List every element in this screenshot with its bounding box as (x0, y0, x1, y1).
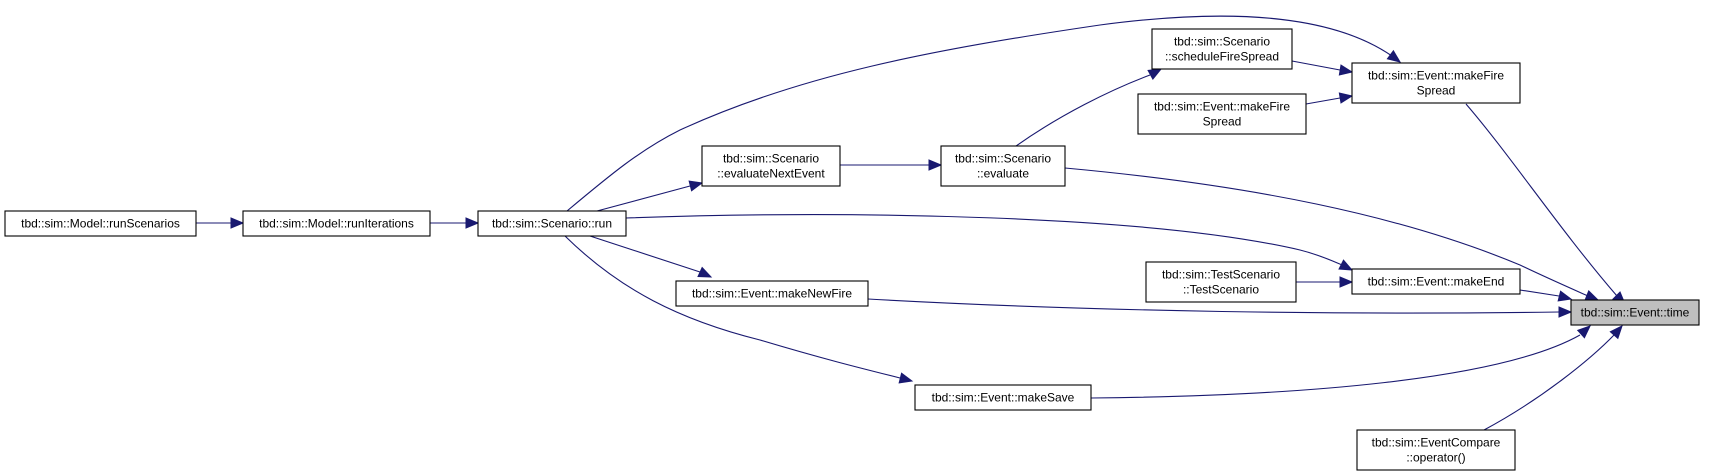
edge-line (1064, 167, 1589, 297)
node-runIterations[interactable]: tbd::sim::Model::runIterations (242, 210, 431, 237)
edge-line (1015, 74, 1151, 147)
edge-makeSave-to-time (1090, 325, 1591, 399)
edge-scheduleFireSpread-to-makeFireSpread1 (1291, 60, 1354, 76)
edge-evaluateNextEvent-to-evaluate (840, 159, 943, 171)
node-label: tbd::sim::Event::makeNewFire (692, 287, 852, 301)
edge-makeFireSpread2-to-makeFireSpread1 (1305, 92, 1354, 105)
node-label: tbd::sim::Event::time (1581, 306, 1690, 320)
edge-line (564, 235, 901, 379)
edge-line (596, 185, 691, 212)
node-box (477, 210, 627, 237)
edge-line (1305, 97, 1341, 105)
node-evaluate[interactable]: tbd::sim::Scenario::evaluate (940, 145, 1066, 187)
arrowhead-icon (465, 217, 480, 229)
node-runScenarios[interactable]: tbd::sim::Model::runScenarios (4, 210, 197, 237)
edge-run-to-makeSave (564, 235, 914, 384)
edge-run-to-makeEnd (625, 214, 1354, 271)
node-box (675, 280, 869, 307)
node-makeEnd[interactable]: tbd::sim::Event::makeEnd (1351, 268, 1521, 295)
edge-makeNewFire-to-time (867, 298, 1573, 318)
node-label: tbd::sim::Scenario (1174, 35, 1270, 49)
node-evaluateNextEvent[interactable]: tbd::sim::Scenario::evaluateNextEvent (701, 145, 841, 187)
node-label: tbd::sim::EventCompare (1372, 436, 1501, 450)
node-box (1570, 299, 1700, 326)
edge-line (625, 214, 1343, 266)
node-box (1351, 62, 1521, 104)
node-label: tbd::sim::Scenario (723, 152, 819, 166)
node-box (1356, 429, 1516, 471)
node-label: ::evaluateNextEvent (717, 167, 825, 181)
arrowhead-icon (1558, 306, 1573, 318)
node-label: ::TestScenario (1183, 283, 1259, 297)
edge-line (1465, 103, 1618, 297)
arrowhead-icon (898, 372, 914, 384)
edge-evaluate-to-scheduleFireSpread (1015, 68, 1163, 147)
node-label: tbd::sim::Scenario (955, 152, 1051, 166)
node-label: tbd::sim::Model::runIterations (259, 217, 414, 231)
node-box (1137, 93, 1307, 135)
arrowhead-icon (1338, 259, 1354, 271)
arrowhead-icon (1584, 290, 1600, 301)
arrowhead-icon (1557, 290, 1573, 302)
node-time[interactable]: tbd::sim::Event::time (1570, 299, 1700, 326)
edge-run-to-evaluateNextEvent (596, 180, 704, 212)
node-label: Spread (1203, 115, 1242, 129)
node-box (940, 145, 1066, 187)
node-label: tbd::sim::Scenario::run (492, 217, 612, 231)
arrowhead-icon (1386, 49, 1402, 63)
node-box (701, 145, 841, 187)
edge-run-to-makeNewFire (589, 235, 713, 278)
node-box (4, 210, 197, 237)
arrowhead-icon (1576, 325, 1591, 339)
arrowhead-icon (1338, 92, 1354, 104)
node-label: tbd::sim::Event::makeEnd (1368, 275, 1505, 289)
node-makeNewFire[interactable]: tbd::sim::Event::makeNewFire (675, 280, 869, 307)
edge-line (566, 15, 1393, 212)
edge-operator-to-time (1483, 325, 1623, 431)
node-label: ::scheduleFireSpread (1165, 50, 1279, 64)
node-label: tbd::sim::TestScenario (1162, 268, 1280, 282)
node-scheduleFireSpread[interactable]: tbd::sim::Scenario::scheduleFireSpread (1151, 28, 1293, 70)
edge-line (1483, 333, 1616, 431)
arrowhead-icon (1147, 68, 1163, 81)
arrowhead-icon (928, 159, 943, 171)
node-makeSave[interactable]: tbd::sim::Event::makeSave (914, 384, 1092, 411)
node-label: tbd::sim::Event::makeFire (1368, 69, 1504, 83)
arrowhead-icon (1339, 276, 1354, 288)
edge-runScenarios-to-runIterations (196, 217, 245, 229)
node-label: tbd::sim::Event::makeFire (1154, 100, 1290, 114)
edge-makeEnd-to-time (1519, 289, 1573, 302)
edge-runIterations-to-run (430, 217, 480, 229)
edge-line (867, 298, 1560, 314)
node-box (914, 384, 1092, 411)
node-box (1351, 268, 1521, 295)
node-run[interactable]: tbd::sim::Scenario::run (477, 210, 627, 237)
node-label: tbd::sim::Event::makeSave (932, 391, 1075, 405)
node-label: ::operator() (1406, 451, 1465, 465)
node-label: tbd::sim::Model::runScenarios (21, 217, 180, 231)
arrowhead-icon (697, 266, 713, 278)
edge-run-to-makeFireSpread1 (566, 15, 1402, 212)
edge-line (1291, 60, 1341, 71)
arrowhead-icon (230, 217, 245, 229)
nodes-layer: tbd::sim::Event::timetbd::sim::Event::ma… (4, 28, 1700, 471)
node-box (1151, 28, 1293, 70)
node-label: Spread (1417, 84, 1456, 98)
node-label: ::evaluate (977, 167, 1029, 181)
arrowhead-icon (1609, 325, 1623, 340)
node-box (242, 210, 431, 237)
node-operator[interactable]: tbd::sim::EventCompare::operator() (1356, 429, 1516, 471)
edges-layer (196, 15, 1626, 431)
arrowhead-icon (688, 180, 704, 192)
edge-line (1090, 334, 1581, 399)
arrowhead-icon (1338, 64, 1354, 76)
edge-testScenario-to-makeEnd (1296, 276, 1354, 288)
node-testScenario[interactable]: tbd::sim::TestScenario::TestScenario (1145, 261, 1297, 303)
edge-line (589, 235, 701, 273)
edge-line (1519, 289, 1560, 297)
node-box (1145, 261, 1297, 303)
